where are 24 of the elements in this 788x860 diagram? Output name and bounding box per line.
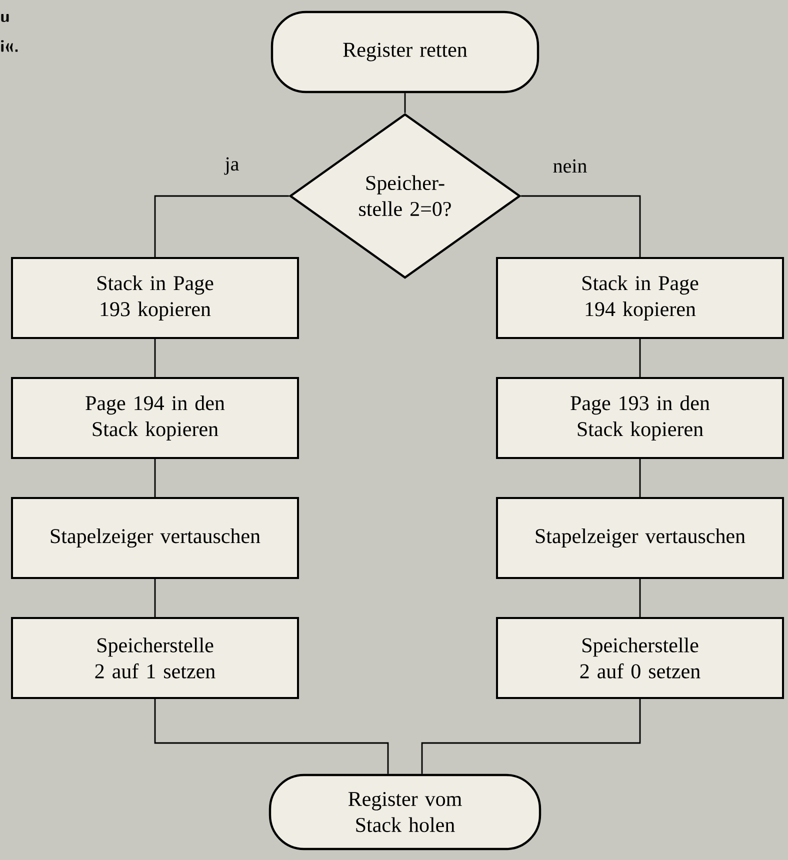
connector-line bbox=[154, 579, 156, 617]
caption-fragment: i«. bbox=[1, 40, 18, 52]
process-box: Speicherstelle 2 auf 0 setzen bbox=[496, 617, 784, 699]
terminal-box: Register retten bbox=[270, 10, 540, 94]
connector-line bbox=[521, 195, 641, 257]
connector-line bbox=[404, 93, 406, 113]
connector-line bbox=[154, 699, 389, 774]
connector-line bbox=[639, 579, 641, 617]
process-box: Stack in Page 193 kopieren bbox=[11, 257, 299, 339]
process-box: Page 194 in den Stack kopieren bbox=[11, 377, 299, 459]
process-box: Speicherstelle 2 auf 1 setzen bbox=[11, 617, 299, 699]
process-box: Stapelzeiger vertauschen bbox=[496, 497, 784, 579]
process-box: Stapelzeiger vertauschen bbox=[11, 497, 299, 579]
process-box: Stack in Page 194 kopieren bbox=[496, 257, 784, 339]
process-box: Page 193 in den Stack kopieren bbox=[496, 377, 784, 459]
edge-label: nein bbox=[552, 158, 588, 174]
terminal-box: Register vom Stack holen bbox=[268, 774, 542, 850]
connector-line bbox=[639, 459, 641, 497]
connector-line bbox=[154, 195, 289, 257]
connector-line bbox=[421, 699, 641, 774]
connector-line bbox=[639, 339, 641, 377]
connector-line bbox=[154, 339, 156, 377]
connector-line bbox=[154, 459, 156, 497]
caption-fragment: u bbox=[1, 14, 9, 22]
